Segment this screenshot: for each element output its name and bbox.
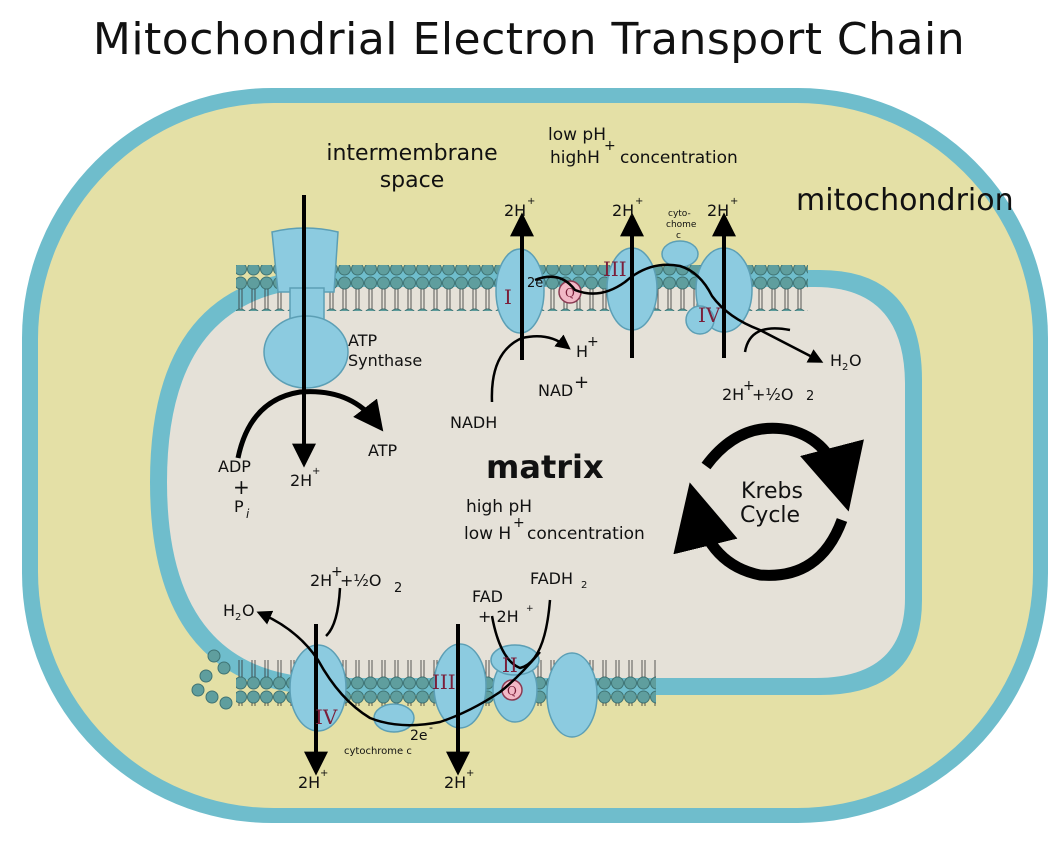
oxygen-bottom-2h-sup: + xyxy=(331,564,343,580)
pi-sub: i xyxy=(246,507,250,521)
complex-iii-bottom-label: III xyxy=(432,670,456,694)
nad-label: NAD xyxy=(538,381,573,400)
complex-i-label: I xyxy=(504,285,512,309)
nad-sup: + xyxy=(574,372,589,393)
oxygen-bottom-2h: 2H xyxy=(310,571,332,590)
oxygen-top-2h: 2H xyxy=(722,385,744,404)
atp-synthase-2h-sup: + xyxy=(312,466,320,477)
complex-iii-bottom-2h-sup: + xyxy=(466,768,474,779)
fadh2-label: FADH xyxy=(530,569,573,588)
cycle-label: Cycle xyxy=(740,503,800,528)
cytochrome-c-top-2: chome xyxy=(666,220,697,230)
unlabeled-protein xyxy=(546,652,598,738)
matrix-region xyxy=(167,287,905,678)
complex-iv-2h: 2H xyxy=(707,201,729,220)
fadh2-sub: 2 xyxy=(581,580,587,591)
mitochondrion-label: mitochondrion xyxy=(796,183,1014,218)
complex-iv-label: IV xyxy=(698,303,721,327)
h-ion-sup: + xyxy=(587,334,599,350)
atp-synthase-2h: 2H xyxy=(290,471,312,490)
fad-label: FAD xyxy=(472,587,503,606)
cytochrome-c-top-3: c xyxy=(676,231,681,241)
cytochrome-c-top-1: cyto- xyxy=(668,209,691,219)
bottom-2e-sup: - xyxy=(429,721,433,734)
complex-i-2h: 2H xyxy=(504,201,526,220)
top-2e-sup: - xyxy=(545,272,549,283)
krebs-cycle-arrows xyxy=(673,422,864,581)
matrix-label: matrix xyxy=(486,448,604,486)
electron-path-bottom xyxy=(256,610,541,727)
q-top-label: Q xyxy=(565,286,575,300)
high-h-concentration: concentration xyxy=(620,148,738,168)
top-2e: 2e xyxy=(527,276,543,291)
krebs-label: Krebs xyxy=(741,479,803,504)
high-ph-label: high pH xyxy=(466,497,532,517)
diagram-title: Mitochondrial Electron Transport Chain xyxy=(92,14,966,65)
complex-iii-2h: 2H xyxy=(612,201,634,220)
oxygen-top-2h-sup: + xyxy=(743,378,755,394)
complex-iii-bottom-2h: 2H xyxy=(444,773,466,792)
nadh-label: NADH xyxy=(450,413,497,432)
atp-synthesis-arc xyxy=(235,389,384,459)
oxygen-top-half: +½O xyxy=(752,385,794,404)
space-label: space xyxy=(380,168,445,193)
bottom-2e: 2e xyxy=(410,728,428,744)
complex-iv-bottom-label: IV xyxy=(315,705,338,729)
complex-iii-label: III xyxy=(603,257,627,281)
low-ph-label: low pH xyxy=(548,125,606,145)
complex-iii-2h-sup: + xyxy=(635,196,643,207)
bottom-lipid-curl xyxy=(191,649,233,710)
fad-2h-label: + 2H xyxy=(478,607,519,626)
oxygen-bottom-sub: 2 xyxy=(394,581,402,596)
oxygen-path-top xyxy=(743,327,791,353)
atp-synthase-label-2: Synthase xyxy=(348,351,422,370)
h2o-top: H xyxy=(830,351,842,370)
fadh2-path xyxy=(490,599,552,670)
q-bottom-label: Q xyxy=(507,684,517,698)
complex-iv-bottom-2h: 2H xyxy=(298,773,320,792)
low-h-concentration: concentration xyxy=(527,524,645,544)
complex-iv-bottom-2h-sup: + xyxy=(320,768,328,779)
low-h-label: low H xyxy=(464,524,511,544)
intermembrane-label: intermembrane xyxy=(326,141,497,166)
h2o-bottom-end: O xyxy=(242,601,255,620)
cytochrome-c-top xyxy=(661,240,699,268)
cytochrome-c-bottom xyxy=(373,703,415,733)
adp-label: ADP xyxy=(218,457,251,476)
complex-iv-2h-sup: + xyxy=(730,196,738,207)
h2o-top-sub: 2 xyxy=(842,362,848,373)
atp-label: ATP xyxy=(368,441,397,460)
low-h-sup: + xyxy=(513,515,525,531)
pi-label: P xyxy=(234,497,244,516)
atp-synthase-label-1: ATP xyxy=(348,331,377,350)
fad-2h-sup: + xyxy=(526,604,534,614)
oxygen-top-sub: 2 xyxy=(806,389,814,404)
high-h-sup: + xyxy=(604,138,616,154)
oxygen-path-bottom xyxy=(325,587,342,637)
complex-i-2h-sup: + xyxy=(527,196,535,207)
cytochrome-c-bottom-label: cytochrome c xyxy=(344,746,412,757)
h-ion-label: H xyxy=(576,342,588,361)
oxygen-bottom-half: +½O xyxy=(340,571,382,590)
h2o-top-end: O xyxy=(849,351,862,370)
adp-plus: + xyxy=(233,475,250,499)
h2o-bottom-sub: 2 xyxy=(235,612,241,623)
complex-ii-label: II xyxy=(502,653,518,677)
h2o-bottom: H xyxy=(223,601,235,620)
high-h-label: highH xyxy=(550,148,600,168)
electron-path-top xyxy=(534,263,824,363)
